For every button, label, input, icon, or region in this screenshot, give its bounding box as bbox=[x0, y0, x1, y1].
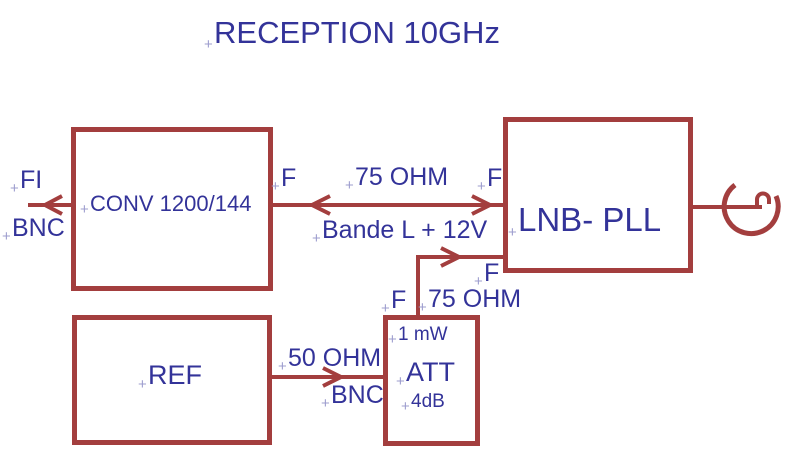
page-title: + RECEPTION 10GHz bbox=[204, 15, 500, 53]
label-fi: + FI bbox=[10, 166, 43, 197]
lnb-block-label: + LNB- PLL bbox=[508, 201, 662, 241]
label-f-conv-out: + F bbox=[271, 164, 297, 195]
label-f-lnb-ref-in: + F bbox=[474, 259, 500, 290]
label-bnc-ref: + BNC bbox=[321, 381, 384, 412]
anchor-marker: + bbox=[396, 372, 405, 390]
anchor-marker: + bbox=[401, 398, 410, 416]
anchor-marker: + bbox=[204, 35, 213, 53]
anchor-marker: + bbox=[381, 299, 390, 317]
ref-block-label: + REF bbox=[138, 360, 202, 393]
label-f-att-out: + F bbox=[381, 286, 407, 317]
conv-block-label: + CONV 1200/144 bbox=[80, 191, 252, 219]
anchor-marker: + bbox=[345, 176, 354, 194]
antenna-arc bbox=[721, 183, 781, 237]
anchor-marker: + bbox=[388, 331, 397, 349]
label-75ohm-main: + 75 OHM bbox=[345, 163, 449, 194]
anchor-marker: + bbox=[2, 227, 11, 245]
label-bnc-left: + BNC bbox=[2, 214, 65, 245]
att-block-outline bbox=[383, 315, 480, 446]
antenna-icon bbox=[693, 183, 781, 237]
label-50ohm: + 50 OHM bbox=[278, 344, 382, 375]
anchor-marker: + bbox=[10, 179, 19, 197]
att-attenuation-label: + 4dB bbox=[401, 391, 445, 416]
label-bande-l: + Bande L + 12V bbox=[312, 216, 488, 247]
anchor-marker: + bbox=[278, 357, 287, 375]
anchor-marker: + bbox=[477, 177, 486, 195]
anchor-marker: + bbox=[321, 394, 330, 412]
anchor-marker: + bbox=[271, 177, 280, 195]
anchor-marker: + bbox=[138, 375, 147, 393]
fi-arrowhead-left-icon bbox=[40, 194, 63, 216]
anchor-marker: + bbox=[80, 201, 89, 219]
anchor-marker: + bbox=[508, 223, 517, 241]
lnb-arrowhead-right-icon bbox=[471, 194, 495, 216]
lnb-block-outline bbox=[503, 117, 693, 273]
conv-arrowhead-left-icon bbox=[307, 194, 331, 216]
att-power-label: + 1 mW bbox=[388, 324, 448, 349]
att-block-label: + ATT bbox=[396, 357, 455, 390]
antenna-hook bbox=[755, 191, 771, 207]
ref-block-outline bbox=[72, 315, 272, 445]
label-75ohm-att: + 75 OHM bbox=[418, 285, 522, 316]
anchor-marker: + bbox=[312, 229, 321, 247]
att-lnb-line bbox=[416, 255, 503, 315]
ref-arrowhead-right-icon bbox=[322, 366, 346, 388]
att-arrowhead-right-icon bbox=[440, 246, 464, 268]
anchor-marker: + bbox=[474, 272, 483, 290]
anchor-marker: + bbox=[418, 298, 427, 316]
conv-block-outline bbox=[71, 127, 273, 291]
label-f-lnb-in: + F bbox=[477, 164, 503, 195]
